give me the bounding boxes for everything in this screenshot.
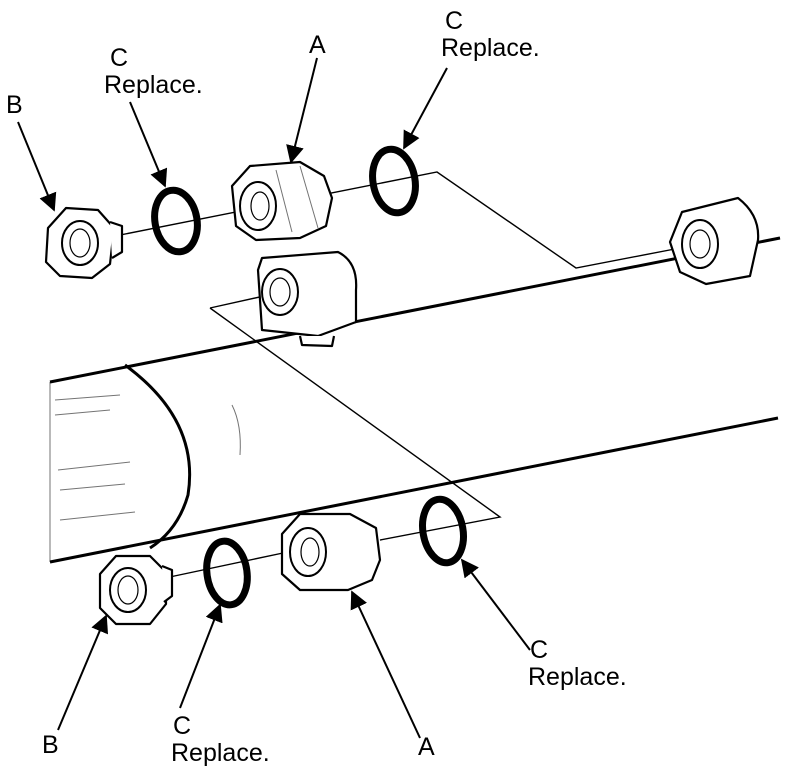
- elbow-fitting-tube: [256, 250, 358, 348]
- label-c-top-right: C Replace.: [441, 7, 540, 62]
- o-ring-c-bottom-left: [203, 537, 251, 609]
- arrow-b-bottom: [57, 614, 109, 731]
- label-a-bottom: A: [418, 733, 435, 761]
- o-ring-c-bottom-right: [419, 495, 467, 567]
- arrow-c-top-left: [129, 101, 168, 188]
- nut-b-bottom: [98, 554, 174, 626]
- label-b-top: B: [6, 91, 23, 119]
- arrow-a-bottom: [350, 590, 421, 739]
- elbow-fitting-right: [668, 196, 760, 286]
- label-c-top-left: C Replace.: [104, 44, 203, 99]
- label-a-top: A: [309, 31, 326, 59]
- arrow-a-top: [286, 57, 318, 164]
- label-c-bottom-right: C Replace.: [528, 636, 627, 691]
- arrow-c-bottom: [179, 603, 223, 709]
- arrow-b-top: [17, 121, 57, 212]
- o-ring-c-top-right: [369, 145, 419, 217]
- label-b-bottom: B: [42, 731, 59, 759]
- fitting-a-top: [230, 160, 334, 242]
- leader-arrows: [17, 57, 531, 739]
- nut-b-top: [44, 206, 124, 280]
- arrow-c-bottom-right: [460, 558, 531, 651]
- fitting-a-bottom: [280, 512, 382, 592]
- cylinder-tube: [49, 236, 781, 564]
- o-ring-c-top-left: [151, 186, 201, 256]
- arrow-c-top-right: [403, 67, 448, 150]
- label-c-bottom: C Replace.: [171, 712, 270, 767]
